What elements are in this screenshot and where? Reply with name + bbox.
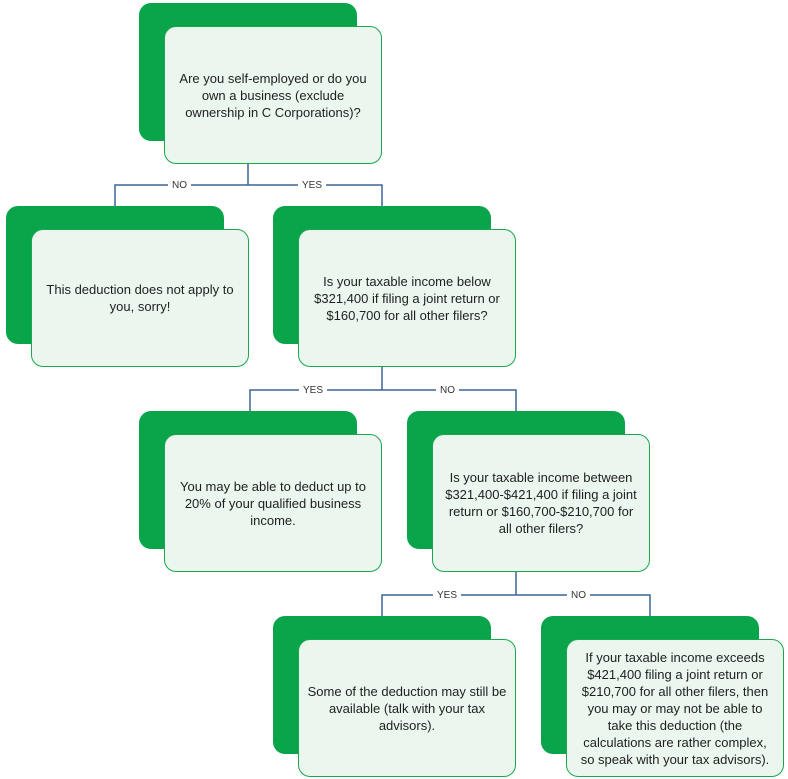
- node-front-card: This deduction does not apply to you, so…: [31, 229, 249, 367]
- node-front-card: You may be able to deduct up to 20% of y…: [164, 434, 382, 572]
- edge-label-q3-no: NO: [567, 590, 590, 602]
- node-text: Is your taxable income below $321,400 if…: [314, 273, 500, 323]
- node-text: Some of the deduction may still be avail…: [307, 683, 507, 733]
- connector-q3: [381, 571, 651, 616]
- node-front-card: If your taxable income exceeds $421,400 …: [566, 639, 784, 777]
- node-front-card: Is your taxable income between $321,400-…: [432, 434, 650, 572]
- node-text: You may be able to deduct up to 20% of y…: [180, 478, 366, 528]
- node-front-card: Are you self-employed or do you own a bu…: [164, 26, 382, 164]
- node-text: If your taxable income exceeds $421,400 …: [580, 649, 770, 767]
- edge-label-q1-no: NO: [168, 180, 191, 192]
- connector-q1: [114, 161, 383, 206]
- node-front-card: Is your taxable income below $321,400 if…: [298, 229, 516, 367]
- node-text: Is your taxable income between $321,400-…: [445, 470, 637, 536]
- edge-label-q3-yes: YES: [433, 590, 462, 602]
- node-text: Are you self-employed or do you own a bu…: [179, 70, 367, 120]
- edge-label-q2-yes: YES: [299, 385, 328, 397]
- edge-label-q1-yes: YES: [298, 180, 327, 192]
- edge-label-q2-no: NO: [436, 385, 459, 397]
- node-text: This deduction does not apply to you, so…: [46, 282, 234, 314]
- connector-q2: [249, 366, 517, 411]
- node-front-card: Some of the deduction may still be avail…: [298, 639, 516, 777]
